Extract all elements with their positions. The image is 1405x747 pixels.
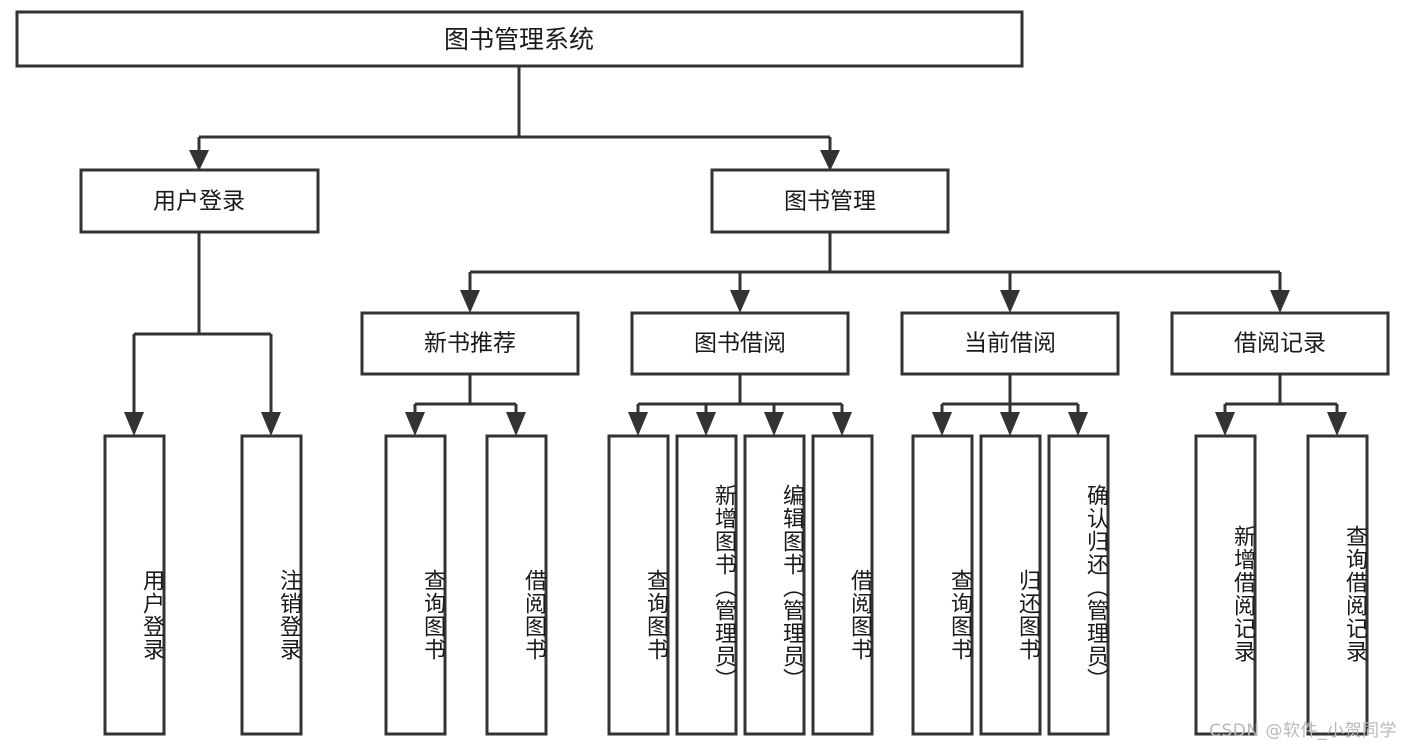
arrow-to-borrow-record — [1270, 290, 1290, 313]
node-book-management-label: 图书管理 — [784, 189, 876, 215]
node-root-label: 图书管理系统 — [444, 25, 594, 54]
node-leaf-user-login[interactable] — [103, 434, 166, 736]
node-leaf-edit-book[interactable] — [743, 434, 806, 736]
arrow-leaf-return-book — [1000, 412, 1020, 436]
arrow-leaf-query-record — [1327, 412, 1347, 436]
arrow-to-user-login — [189, 150, 209, 171]
node-leaf-query-book-3[interactable] — [911, 434, 974, 736]
node-leaf-add-book[interactable] — [675, 434, 738, 736]
node-root[interactable] — [15, 10, 1024, 68]
arrow-leaf-edit-book — [764, 412, 784, 436]
arrow-leaf-add-record — [1215, 412, 1235, 436]
node-user-login-label: 用户登录 — [153, 189, 245, 215]
node-leaf-borrow-book-1[interactable] — [485, 434, 548, 736]
arrow-leaf-borrow-book-1 — [506, 412, 526, 436]
arrow-to-current-borrow — [1000, 290, 1020, 313]
node-book-borrow[interactable] — [630, 311, 850, 376]
csdn-watermark: CSDN @软件_小贺同学 — [1209, 721, 1397, 741]
node-leaf-query-book-2[interactable] — [607, 434, 670, 736]
node-leaf-query-book-1[interactable] — [384, 434, 447, 736]
arrow-to-new-book — [460, 290, 480, 313]
arrow-to-book-borrow — [730, 290, 750, 313]
arrow-leaf-confirm-return — [1068, 412, 1088, 436]
node-leaf-query-record[interactable] — [1306, 434, 1369, 736]
node-leaf-borrow-book-2[interactable] — [811, 434, 874, 736]
arrow-leaf-query-book-3 — [932, 412, 952, 436]
node-leaf-add-record[interactable] — [1194, 434, 1257, 736]
connectors — [124, 66, 1347, 436]
node-borrow-record[interactable] — [1170, 311, 1390, 376]
nodes: 图书管理系统 用户登录 图书管理 新书推荐 图书借阅 当前借阅 借阅记录 — [15, 10, 1390, 736]
arrow-leaf-query-book-1 — [405, 412, 425, 436]
arrow-leaf-user-login — [124, 412, 144, 436]
node-borrow-record-label: 借阅记录 — [1234, 331, 1326, 357]
node-leaf-confirm-return[interactable] — [1047, 434, 1110, 736]
arrow-leaf-add-book — [696, 412, 716, 436]
node-current-borrow[interactable] — [900, 311, 1120, 376]
node-leaf-return-book[interactable] — [979, 434, 1042, 736]
arrow-leaf-borrow-book-2 — [832, 412, 852, 436]
node-book-borrow-label: 图书借阅 — [694, 331, 786, 357]
node-new-book-recommend-label: 新书推荐 — [424, 331, 516, 357]
node-current-borrow-label: 当前借阅 — [964, 331, 1056, 357]
arrow-to-book-management — [820, 150, 840, 171]
node-user-login[interactable] — [79, 168, 320, 234]
node-new-book-recommend[interactable] — [360, 311, 580, 376]
arrow-leaf-query-book-2 — [628, 412, 648, 436]
node-book-management[interactable] — [710, 168, 950, 234]
arrow-leaf-logout-login — [261, 412, 281, 436]
node-leaf-logout-login[interactable] — [240, 434, 303, 736]
